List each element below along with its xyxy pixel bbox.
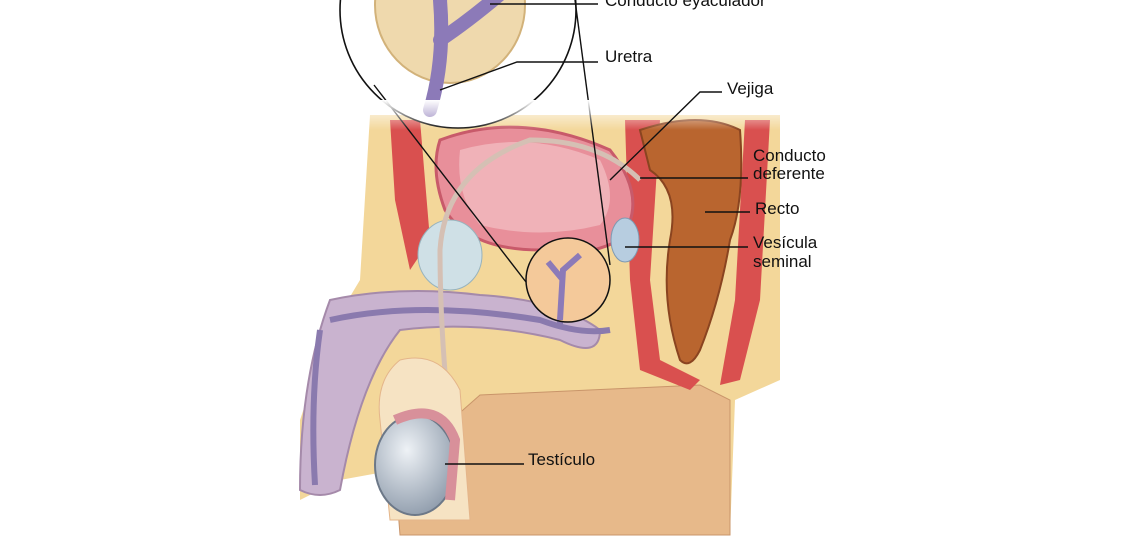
label-rectum: Recto bbox=[755, 199, 799, 218]
testicle bbox=[374, 357, 471, 521]
label-bladder: Vejiga bbox=[727, 79, 774, 98]
magnified-prostate-inset bbox=[339, 0, 611, 283]
label-vas-deferens-line1: Conducto bbox=[753, 146, 826, 165]
label-urethra: Uretra bbox=[605, 47, 653, 66]
bladder bbox=[434, 125, 635, 255]
label-testicle: Testículo bbox=[528, 450, 595, 469]
label-seminal-vesicle-line2: seminal bbox=[753, 252, 812, 271]
label-vas-deferens-line2: deferente bbox=[753, 164, 825, 183]
seminal-vesicle bbox=[610, 217, 640, 263]
prostate-small-circle bbox=[525, 237, 611, 323]
pubic-bone bbox=[417, 219, 483, 291]
vas-deferens-tube bbox=[437, 137, 642, 471]
label-seminal-vesicle-line1: Vesícula bbox=[753, 233, 818, 252]
label-ejaculatory-duct: Conducto eyaculador bbox=[605, 0, 766, 10]
leader-lines bbox=[439, 3, 750, 465]
